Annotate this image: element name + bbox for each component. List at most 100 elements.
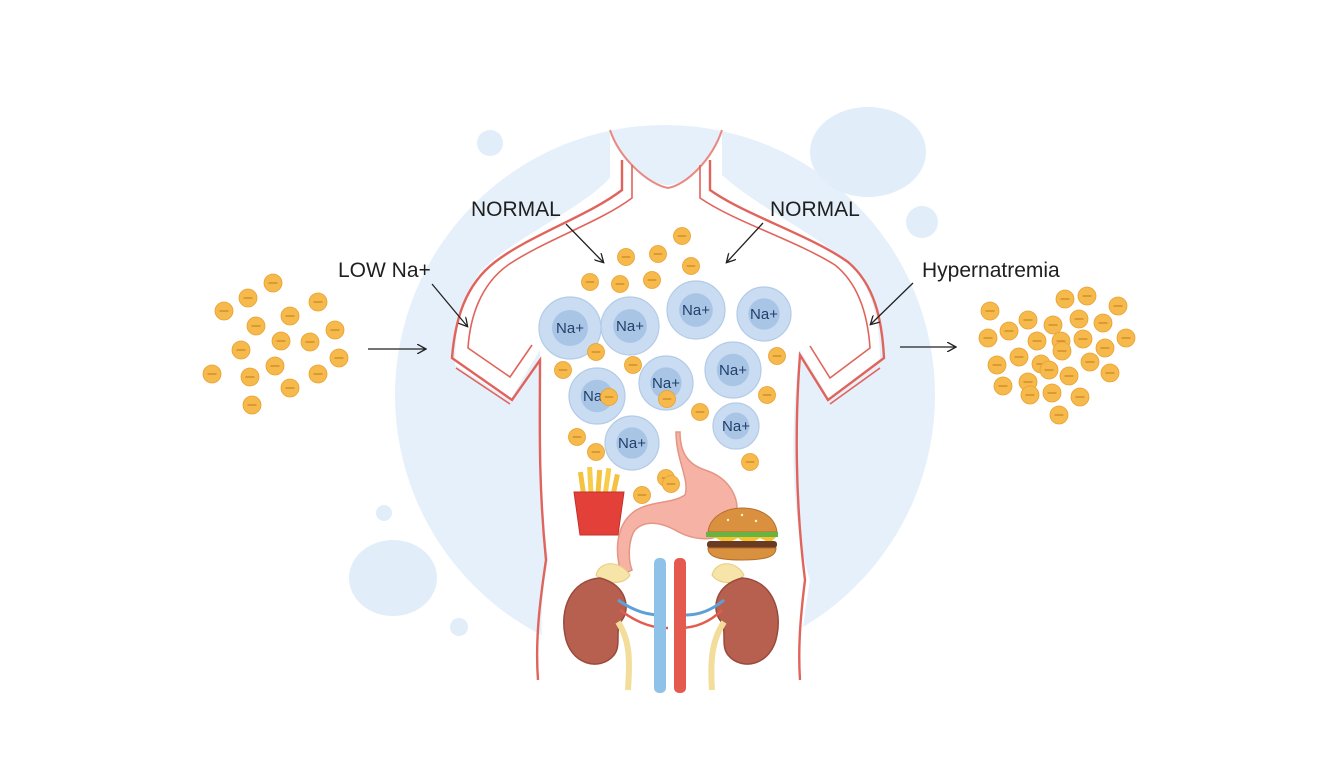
sodium-ion-icon: Na+ — [712, 402, 760, 450]
sodium-ion-icon: Na+ — [666, 280, 726, 340]
sodium-particle — [1069, 309, 1089, 329]
sodium-particle — [265, 356, 285, 376]
kidney-system — [563, 558, 779, 693]
sodium-particle — [242, 395, 262, 415]
kidney-icon — [715, 577, 779, 665]
sodium-particle — [649, 245, 667, 263]
sodium-particle — [617, 248, 635, 266]
sodium-particle — [329, 348, 349, 368]
body-sodium-particles — [554, 227, 786, 504]
sodium-particle — [662, 475, 680, 493]
body-outline-inner-right — [699, 165, 871, 380]
ion-label: Na+ — [618, 435, 646, 452]
sodium-ion-icon: Na+ — [704, 341, 762, 399]
sodium-particle — [587, 343, 605, 361]
low-sodium-particles — [202, 273, 349, 415]
cell-ions: Na+Na+Na+Na+Na+Na+Na+Na+Na+ — [538, 280, 792, 471]
arrow-normal-left — [565, 223, 603, 262]
sodium-particle — [271, 331, 291, 351]
sodium-particle — [1042, 383, 1062, 403]
sodium-particle — [240, 367, 260, 387]
sodium-particle — [231, 340, 251, 360]
sodium-particle — [1093, 313, 1113, 333]
right-sleeve-cuff — [827, 357, 885, 405]
background-blob — [906, 206, 938, 238]
body-outline-outer-right — [708, 160, 886, 681]
sodium-particle — [624, 356, 642, 374]
sodium-particle — [568, 428, 586, 446]
sodium-particle — [741, 453, 759, 471]
sodium-particle — [643, 271, 661, 289]
arrow-hypernatremia — [871, 282, 914, 324]
sodium-particle — [993, 376, 1013, 396]
sodium-particle — [554, 361, 572, 379]
sodium-particle — [300, 332, 320, 352]
background-blob — [810, 107, 926, 197]
ion-label: Na+ — [556, 320, 584, 337]
fries-icon — [573, 466, 625, 536]
sodium-particle — [1018, 310, 1038, 330]
sodium-particle — [600, 388, 618, 406]
kidney-icon — [563, 577, 627, 665]
sodium-particle — [1009, 347, 1029, 367]
ureter-left — [615, 620, 632, 691]
sodium-particle — [263, 273, 283, 293]
sodium-particle — [1070, 387, 1090, 407]
arrows — [368, 222, 955, 349]
ion-label: Na+ — [652, 375, 680, 392]
sodium-particle — [999, 321, 1019, 341]
sodium-particle — [1077, 286, 1097, 306]
sodium-particle — [980, 301, 1000, 321]
ion-label: Na+ — [682, 302, 710, 319]
sodium-particle — [246, 316, 266, 336]
background-blob — [376, 505, 392, 521]
sodium-particle — [238, 288, 258, 308]
sodium-particle — [682, 257, 700, 275]
sodium-particle — [325, 320, 345, 340]
ion-label: Na+ — [719, 362, 747, 379]
sodium-particle — [691, 403, 709, 421]
sodium-particle — [673, 227, 691, 245]
sodium-ion-icon: Na+ — [736, 286, 792, 342]
sodium-particle — [758, 386, 776, 404]
stomach-icon — [616, 431, 738, 577]
sodium-particle — [1108, 296, 1128, 316]
label-low-na: LOW Na+ — [338, 259, 431, 282]
background-blob — [450, 618, 468, 636]
background-blob — [349, 540, 437, 616]
sodium-ion-icon: Na+ — [638, 355, 694, 411]
left-sleeve-cuff — [451, 357, 513, 405]
sodium-particle — [1116, 328, 1136, 348]
arrow-low-na — [431, 283, 467, 326]
sodium-particle — [658, 390, 676, 408]
label-hypernatremia: Hypernatremia — [922, 259, 1060, 282]
sodium-ion-icon: Na+ — [600, 296, 660, 356]
sodium-particle — [1095, 338, 1115, 358]
sodium-particle — [978, 328, 998, 348]
high-sodium-particles — [978, 286, 1136, 425]
neck-outline — [609, 129, 723, 190]
sodium-particle — [1059, 366, 1079, 386]
sodium-particle — [1100, 363, 1120, 383]
sodium-particle — [633, 486, 651, 504]
arrow-normal-right — [727, 222, 764, 262]
sodium-particle — [1027, 331, 1047, 351]
sodium-particle — [1039, 360, 1059, 380]
sodium-particle — [1043, 315, 1063, 335]
body-outline-inner — [467, 165, 633, 379]
sodium-particle — [280, 306, 300, 326]
ion-label: Na+ — [616, 318, 644, 335]
ureter-right — [708, 620, 727, 691]
background-blob — [477, 130, 503, 156]
label-normal-left: NORMAL — [471, 198, 561, 221]
sodium-particle — [308, 364, 328, 384]
sodium-particle — [1055, 289, 1075, 309]
sodium-particle — [581, 273, 599, 291]
sodium-particle — [1020, 385, 1040, 405]
sodium-particle — [1080, 352, 1100, 372]
sodium-particle — [768, 347, 786, 365]
sodium-particle — [1049, 405, 1069, 425]
sodium-particle — [1052, 341, 1072, 361]
sodium-particle — [987, 355, 1007, 375]
